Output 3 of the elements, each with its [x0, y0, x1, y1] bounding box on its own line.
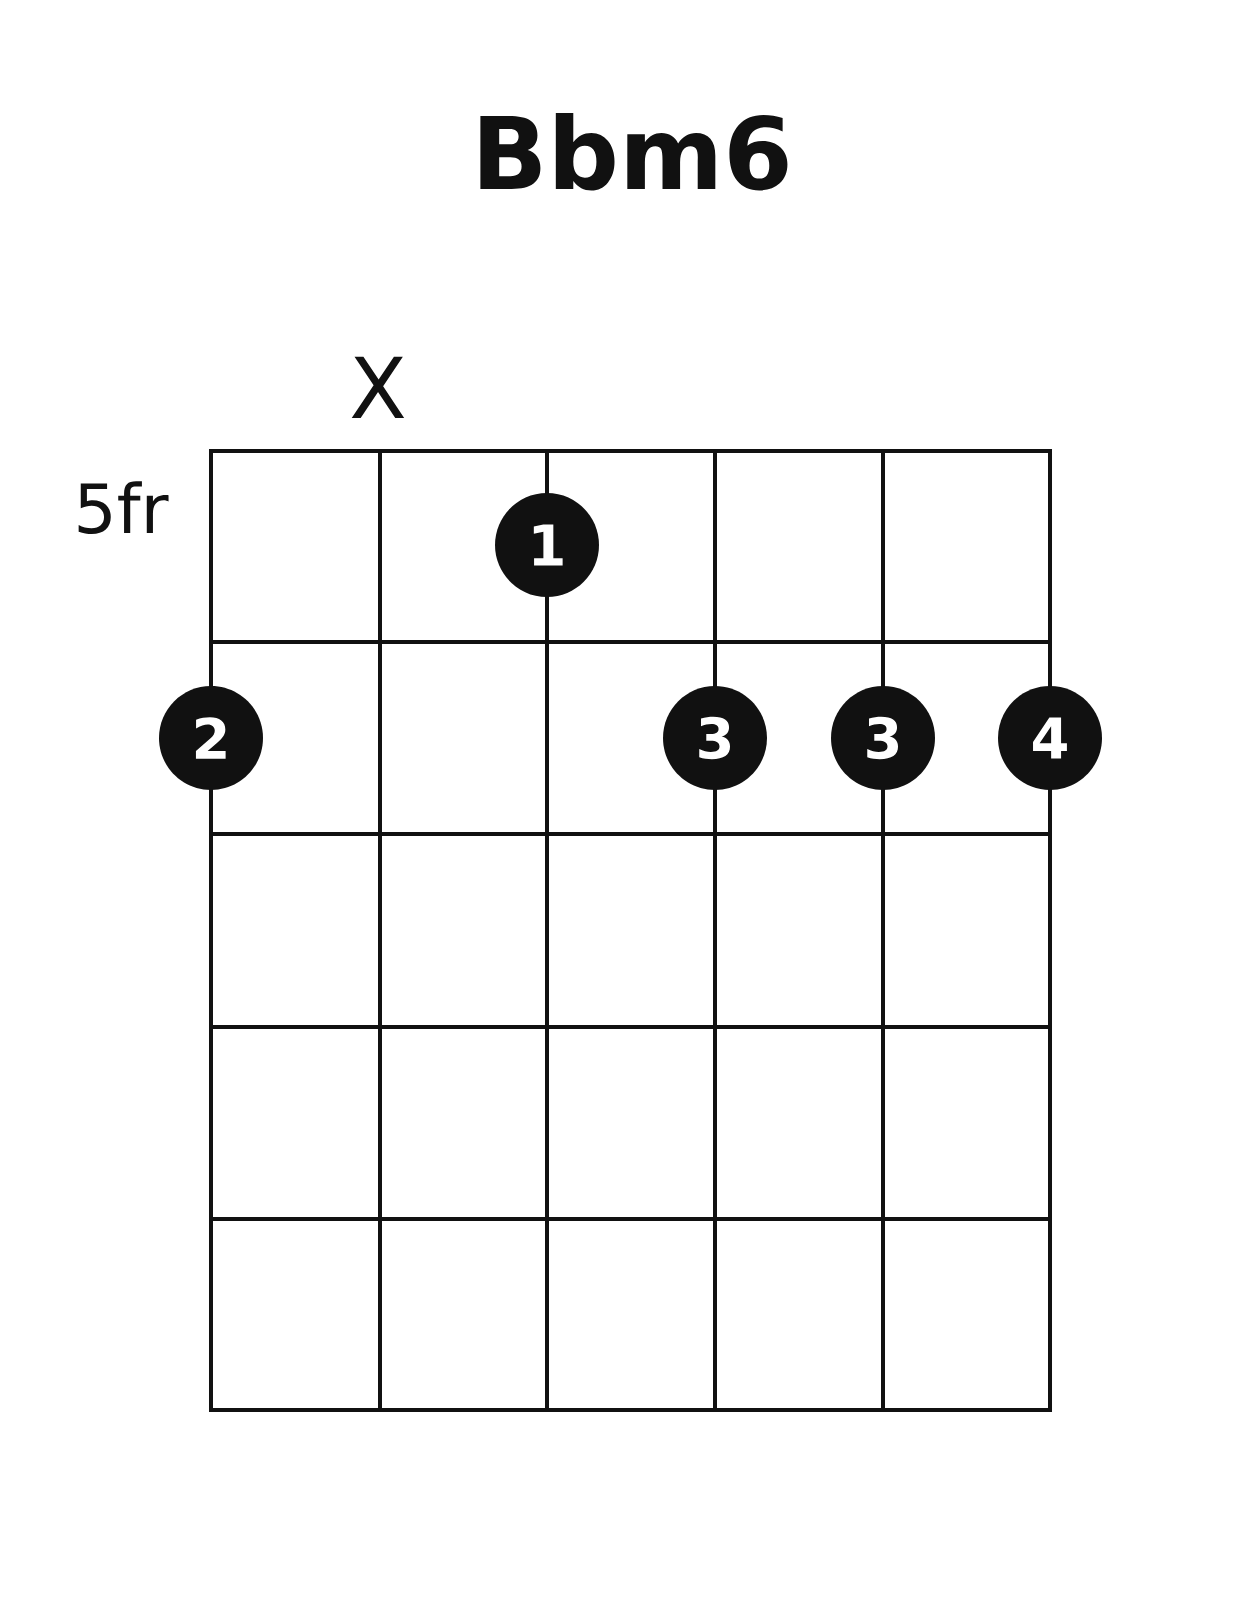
- chord-title: Bbm6: [480, 113, 788, 191]
- fret-number: 5fr: [78, 481, 169, 534]
- muted-string-mark: X: [351, 356, 405, 418]
